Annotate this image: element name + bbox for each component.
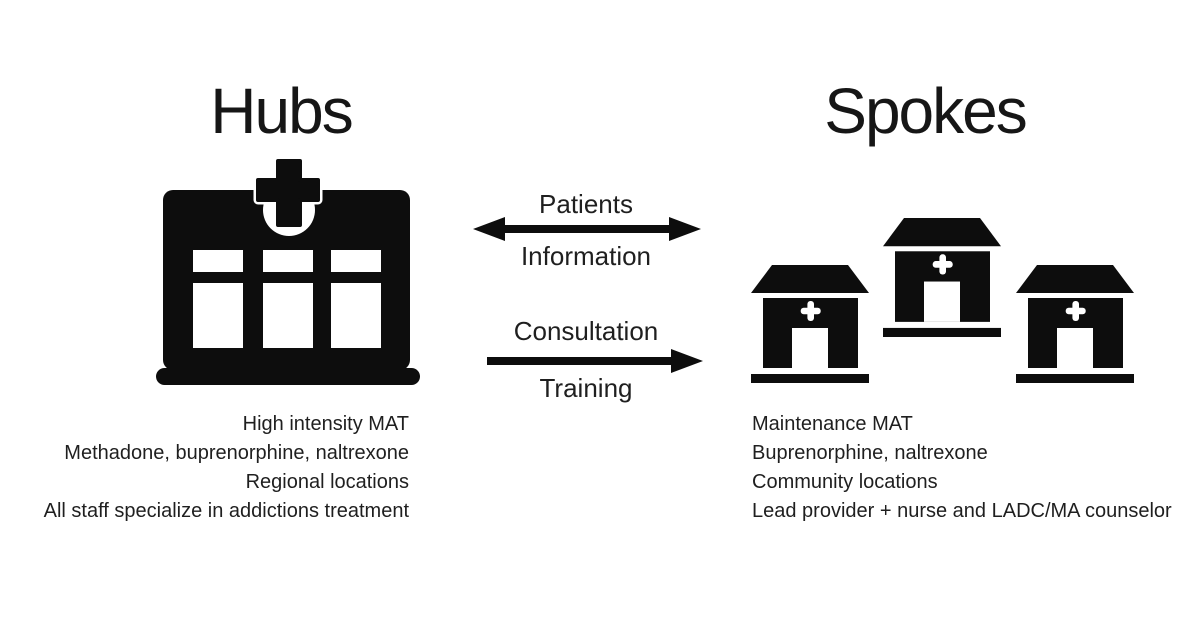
bidirectional-arrow-icon: [473, 215, 701, 243]
hubs-description-line-2: Methadone, buprenorphine, naltrexone: [64, 442, 409, 464]
hubs-title: Hubs: [210, 75, 353, 147]
consultation-label: Consultation: [513, 316, 659, 346]
spokes-description-line-3: Community locations: [752, 471, 938, 493]
spokes-description-line-4: Lead provider + nurse and LADC/MA counse…: [752, 500, 1172, 522]
hubs-description: High intensity MAT Methadone, buprenorph…: [44, 410, 409, 526]
spoke-clinic-icon-1: [751, 265, 869, 383]
spoke-clinic-icon-2: [883, 218, 1001, 337]
training-label: Training: [539, 373, 633, 403]
spokes-description-line-2: Buprenorphine, naltrexone: [752, 442, 988, 464]
right-arrow-icon: [487, 347, 703, 375]
hubs-description-line-4: All staff specialize in addictions treat…: [43, 500, 409, 522]
hubs-description-line-3: Regional locations: [245, 471, 409, 493]
hubs-description-line-1: High intensity MAT: [242, 413, 409, 435]
spokes-description-line-1: Maintenance MAT: [752, 413, 913, 435]
spoke-clinic-icon-3: [1016, 265, 1134, 383]
hub-hospital-icon: [156, 155, 420, 385]
spokes-title: Spokes: [824, 75, 1027, 147]
patients-label: Patients: [539, 189, 633, 219]
spokes-description: Maintenance MAT Buprenorphine, naltrexon…: [752, 410, 1172, 526]
information-label: Information: [520, 241, 652, 271]
